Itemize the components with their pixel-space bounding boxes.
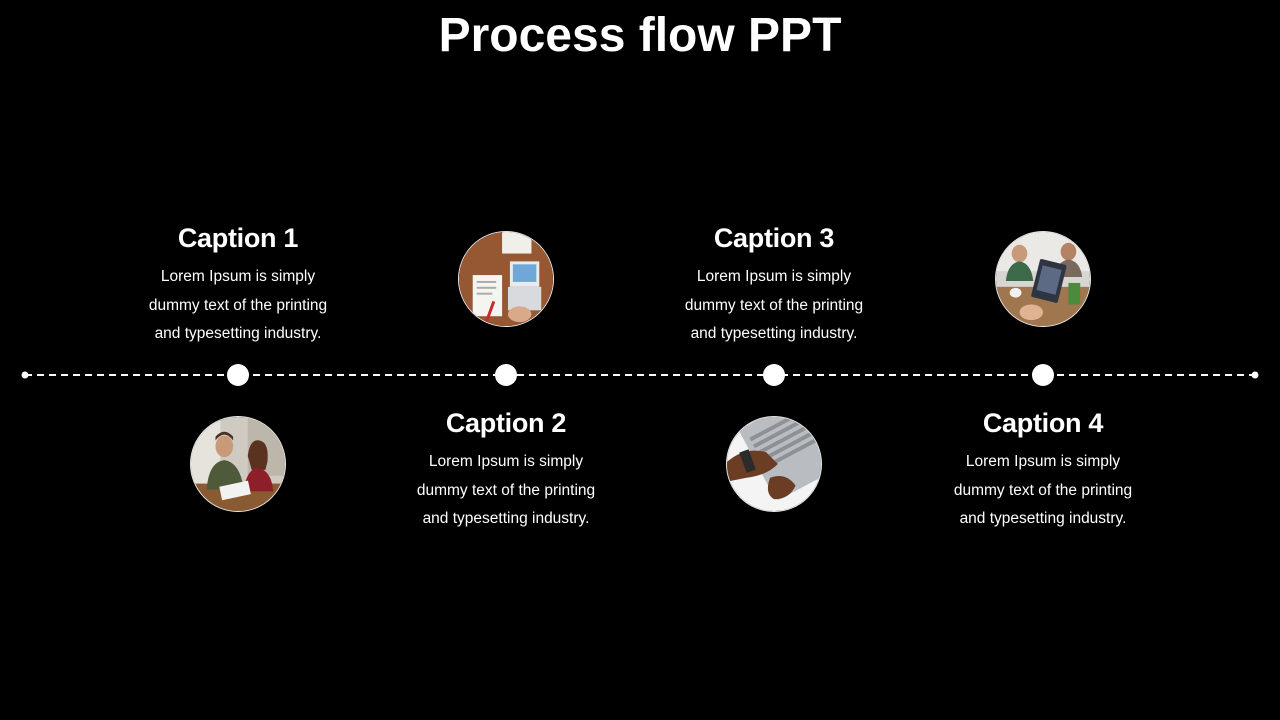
team-laptop-photo-icon [995,231,1091,327]
step-1-caption-block: Caption 1 Lorem Ipsum is simply dummy te… [128,221,348,349]
step-4-caption-block: Caption 4 Lorem Ipsum is simply dummy te… [933,406,1153,534]
step-3-caption: Caption 3 [713,223,835,253]
step-4-text: Lorem Ipsum is simply dummy text of the … [953,453,1133,527]
step-1-text: Lorem Ipsum is simply dummy text of the … [148,268,328,342]
timeline-node-3 [763,364,785,386]
timeline-end-dot [1251,371,1259,379]
step-2-caption: Caption 2 [445,408,567,438]
step-2-caption-block: Caption 2 Lorem Ipsum is simply dummy te… [396,406,616,534]
laptop-desk-photo-icon [458,231,554,327]
step-3-caption-block: Caption 3 Lorem Ipsum is simply dummy te… [664,221,884,349]
step-3-text: Lorem Ipsum is simply dummy text of the … [684,268,864,342]
step-4-caption: Caption 4 [982,408,1104,438]
typing-keyboard-photo-icon [726,416,822,512]
page-title: Process flow PPT [438,9,842,62]
timeline-start-dot [21,371,29,379]
people-meeting-photo-icon [190,416,286,512]
timeline-node-1 [227,364,249,386]
step-1-caption: Caption 1 [177,223,299,253]
step-2-text: Lorem Ipsum is simply dummy text of the … [416,453,596,527]
timeline-node-2 [495,364,517,386]
timeline-node-4 [1032,364,1054,386]
